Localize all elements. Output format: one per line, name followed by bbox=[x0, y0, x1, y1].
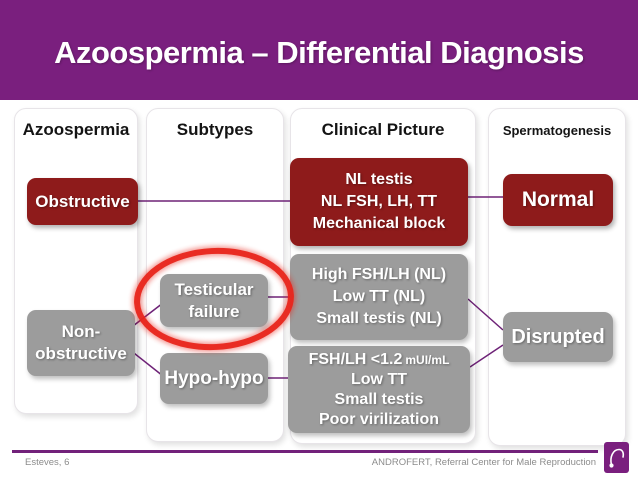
column-header-clinical-picture: Clinical Picture bbox=[321, 120, 445, 139]
box-disrupted: Disrupted bbox=[503, 312, 613, 362]
column-header-spermatogenesis: Spermatogenesis bbox=[502, 123, 612, 138]
fsh-lh-unit: mUI/mL bbox=[405, 352, 450, 367]
column-spermatogenesis: Spermatogenesis bbox=[488, 108, 626, 446]
box-clinical-testicular-failure: High FSH/LH (NL) Low TT (NL) Small testi… bbox=[290, 254, 468, 340]
clinical-hypo-rest: Low TT Small testis Poor virilization bbox=[318, 370, 439, 428]
footer-affiliation: ANDROFERT, Referral Center for Male Repr… bbox=[371, 457, 596, 468]
box-obstructive: Obstructive bbox=[27, 178, 138, 225]
box-hypo-hypo: Hypo-hypo bbox=[160, 353, 268, 404]
slide-title: Azoospermia – Differential Diagnosis bbox=[54, 35, 584, 70]
androfert-logo bbox=[604, 442, 629, 473]
footer-citation: Esteves, 6 bbox=[25, 457, 70, 468]
box-normal: Normal bbox=[503, 174, 613, 226]
title-banner: Azoospermia – Differential Diagnosis bbox=[0, 0, 638, 100]
fsh-lh-value: FSH/LH <1.2 bbox=[308, 350, 403, 368]
footer-divider bbox=[12, 450, 598, 453]
box-clinical-obstructive: NL testis NL FSH, LH, TT Mechanical bloc… bbox=[290, 158, 468, 246]
box-testicular-failure: Testicular failure bbox=[160, 274, 268, 327]
box-non-obstructive: Non- obstructive bbox=[27, 310, 135, 376]
column-header-subtypes: Subtypes bbox=[176, 120, 254, 139]
sperm-icon bbox=[609, 448, 625, 468]
column-header-azoospermia: Azoospermia bbox=[22, 120, 130, 139]
